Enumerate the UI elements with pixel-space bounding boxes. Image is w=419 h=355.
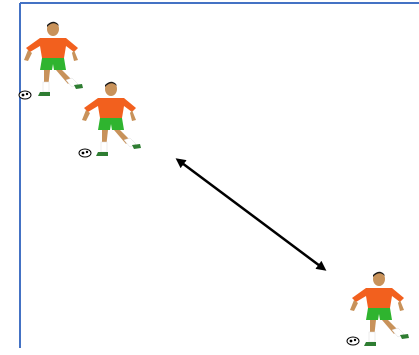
double-arrow-icon (175, 158, 327, 271)
soccer-ball-icon (78, 148, 92, 158)
soccer-player-icon (82, 81, 141, 156)
player-3 (346, 270, 412, 350)
soccer-ball-icon (346, 336, 360, 346)
player-2 (78, 80, 144, 160)
soccer-ball-icon (18, 90, 32, 100)
player-1 (18, 20, 86, 100)
soccer-player-icon (24, 21, 83, 96)
soccer-player-icon (350, 271, 409, 346)
